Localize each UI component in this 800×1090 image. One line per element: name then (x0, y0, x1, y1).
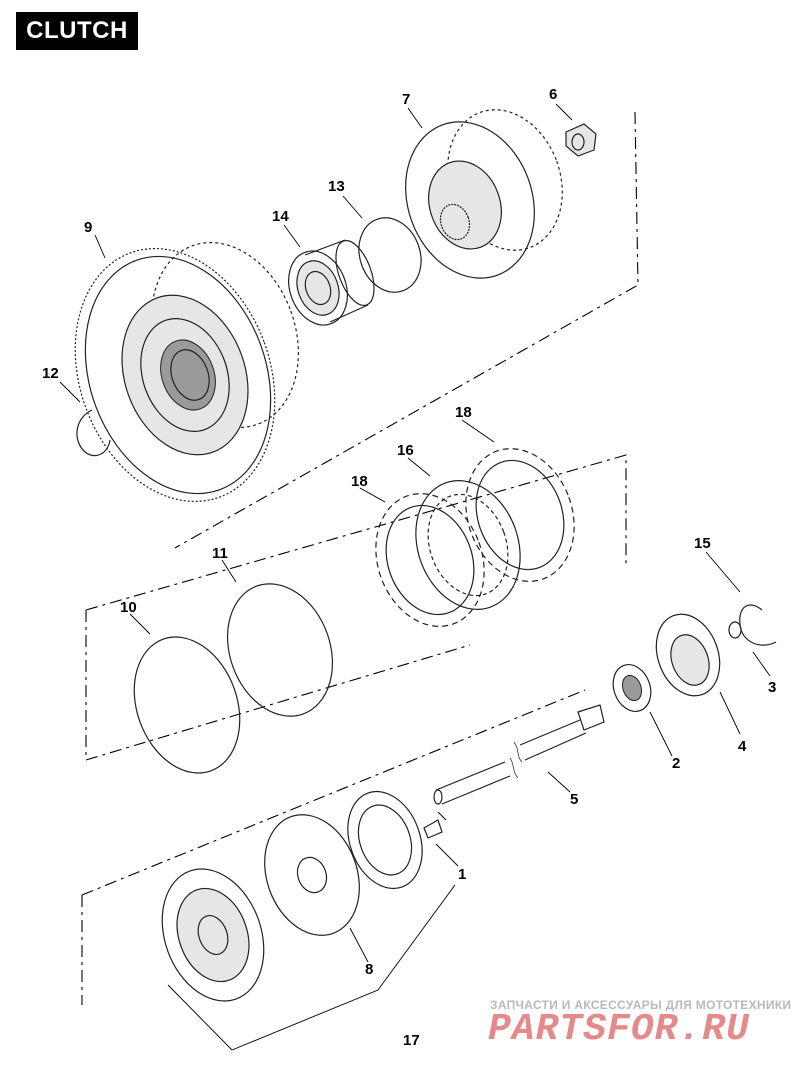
callout-9: 9 (84, 219, 92, 236)
adjusting-screw-part-1 (423, 811, 447, 839)
retaining-ring-part-13 (358, 217, 422, 293)
callout-11: 11 (212, 545, 228, 562)
callout-14: 14 (272, 208, 289, 225)
callout-17: 17 (403, 1032, 420, 1049)
callout-18-rear: 18 (455, 404, 472, 421)
bearing-part-14 (288, 239, 375, 326)
callout-6: 6 (549, 86, 557, 103)
friction-plate-part-18-front (375, 493, 485, 627)
group-outline-bottom (81, 689, 586, 1005)
callout-3: 3 (768, 679, 776, 696)
nut-part-6 (565, 123, 597, 157)
piston-part-4 (655, 613, 721, 697)
retaining-ring-part-3 (728, 621, 742, 639)
clutch-hub-part-7 (405, 109, 563, 279)
pressure-plate-ring (347, 790, 423, 890)
ring-part-11 (226, 583, 334, 717)
callout-15: 15 (694, 535, 711, 552)
group-outline-middle (85, 454, 627, 761)
bearing-part-2 (612, 664, 652, 712)
steel-plate-part-16 (415, 480, 521, 610)
retaining-ring-part-12 (76, 409, 111, 457)
callout-8: 8 (365, 961, 373, 978)
leader-lines (59, 103, 771, 1051)
watermark-logo: PARTSFOR.RU (488, 1008, 750, 1051)
pressure-plate-part-17 (161, 868, 265, 1002)
callout-12: 12 (42, 365, 59, 382)
diaphragm-spring-part-8 (264, 814, 360, 936)
ring-part-10 (133, 636, 241, 774)
callout-4: 4 (738, 738, 747, 755)
callout-10: 10 (120, 599, 137, 616)
friction-plate-part-18-rear (465, 448, 575, 582)
callout-5: 5 (570, 791, 578, 808)
watermark-tagline: ЗАПЧАСТИ И АКСЕССУАРЫ ДЛЯ МОТОТЕХНИКИ (490, 998, 792, 1012)
callout-1: 1 (458, 866, 466, 883)
callout-7: 7 (402, 91, 410, 108)
group-outline-top (174, 111, 639, 549)
callout-2: 2 (672, 755, 680, 772)
section-title: CLUTCH (16, 12, 138, 50)
callout-16: 16 (397, 442, 414, 459)
clutch-shell-part-9 (74, 241, 299, 503)
release-rod-part-5 (433, 704, 605, 805)
snap-ring-part-15 (739, 604, 777, 646)
callout-13: 13 (328, 178, 345, 195)
callout-18-front: 18 (351, 473, 368, 490)
